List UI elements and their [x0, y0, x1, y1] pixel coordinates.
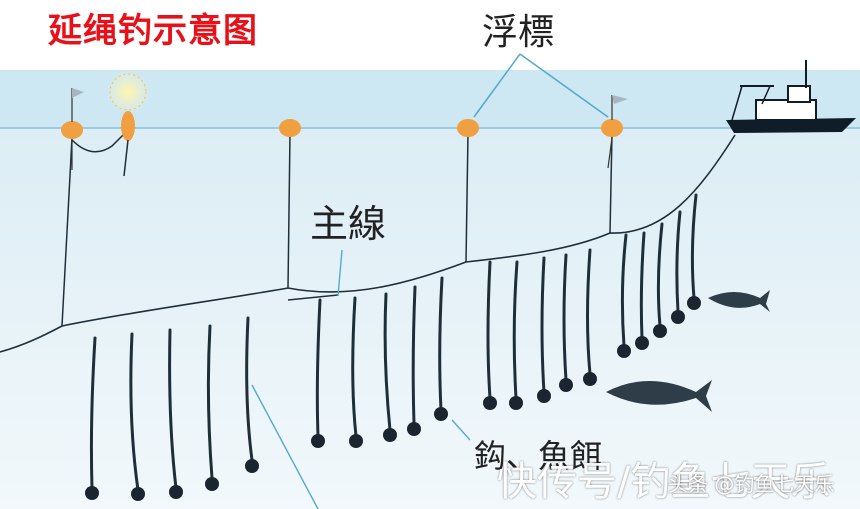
main-line [0, 134, 736, 353]
diagram-title: 延绳钓示意图 [48, 11, 258, 51]
mainline-pointer [337, 249, 343, 297]
main-line-label: 主線 [310, 202, 387, 246]
flag-icon [71, 88, 628, 170]
boat-icon [726, 60, 856, 133]
light-buoy-icon [106, 70, 150, 177]
hook-pointer-2 [451, 419, 471, 441]
hook-bait-label: 鈎、魚餌 [474, 437, 603, 475]
hook-icon [85, 296, 701, 501]
hook-pointer [251, 384, 319, 509]
water [0, 128, 860, 509]
watermark: 快传号/钓鱼七天乐 [497, 459, 831, 505]
watermark-source: 头条 @钓鱼七天乐 [668, 472, 835, 496]
float-lines [61, 132, 613, 327]
fish-icon [606, 290, 770, 412]
float-pointer [473, 53, 609, 118]
float-icon [61, 119, 623, 139]
float-label: 浮標 [482, 12, 555, 53]
branch-lines [89, 193, 698, 492]
